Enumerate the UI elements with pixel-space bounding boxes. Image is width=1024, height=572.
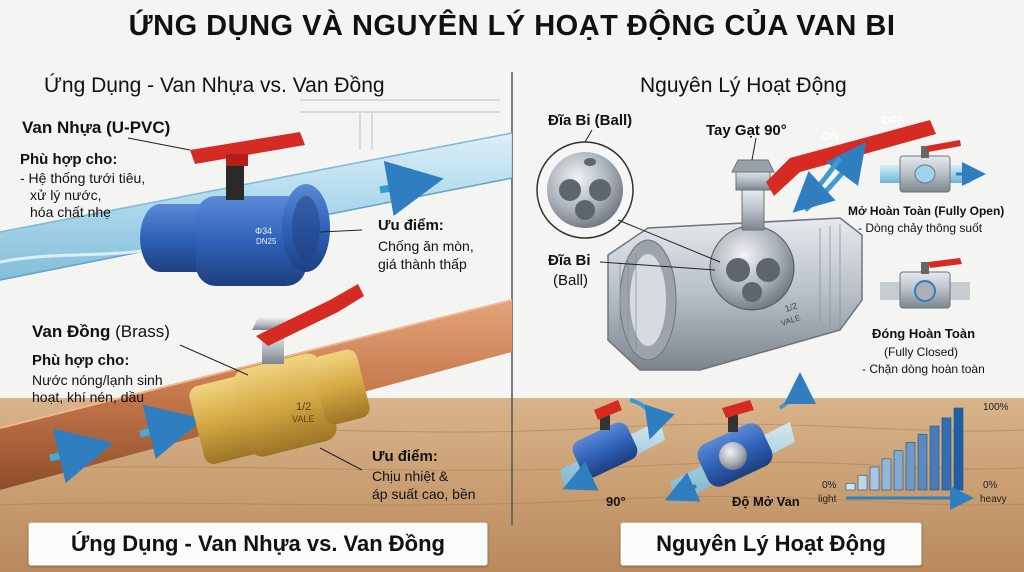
ball-label-mid: Đĩa Bi [548,252,591,269]
brass-advantage-line: áp suất cao, bền [372,486,476,502]
flow-level-bar [893,450,904,491]
ball-label-mid-sub: (Ball) [553,272,589,289]
opening-label: Độ Mở Van [732,494,800,509]
flow-arrow-icon [664,472,701,502]
open-valve-mini [880,140,970,193]
pvc-suitable-line: xử lý nước, [30,187,102,203]
pvc-suitable-line: hóa chất nhẹ [30,204,111,220]
pvc-name-leader [127,137,191,151]
brass-advantage-heading: Ưu điểm: [372,448,438,465]
angle-label: 90° [606,494,626,509]
flow-level-bar [845,483,856,491]
closed-subtitle: (Fully Closed) [884,345,959,359]
brass-suitable-line: hoạt, khí nén, dầu [32,389,145,405]
right-section-title: Nguyên Lý Hoạt Động [640,74,847,97]
cutaway-size-label: 1/2 [784,301,799,314]
flow-level-chart [845,407,964,491]
flow-level-bar [905,442,916,491]
rotate-arrow-icon [792,156,843,213]
flow-level-bar [929,425,940,491]
main-title: ỨNG DỤNG VÀ NGUYÊN LÝ HOẠT ĐỘNG CỦA VAN … [128,10,896,42]
cutaway-ball-valve [607,120,936,371]
chart-left-zero: 0% [822,480,837,491]
flow-arrow-icon [562,461,599,491]
pvc-suitable-heading: Phù hợp cho: [20,151,118,168]
handle-on-label: ON [822,131,839,143]
chart-right-zero: 0% [983,480,998,491]
brass-advantage-leader [319,447,363,471]
brass-name-light: (Brass) [115,322,170,341]
closed-title: Đóng Hoàn Toàn [872,326,976,341]
brass-suitable-line: Nước nóng/lạnh sinh [32,372,163,388]
closed-valve-mini [880,258,970,309]
brass-suitable-heading: Phù hợp cho: [32,352,130,369]
ball-label-leader [584,129,593,143]
brass-name-bold: Van Đồng [32,322,111,341]
flow-level-bar [869,466,880,491]
brass-ball-valve [189,284,370,464]
valve-opening-degree [670,372,816,504]
chart-top-label: 100% [983,402,1009,413]
right-footer-banner: Nguyên Lý Hoạt Động [620,522,922,566]
brass-valve-name: Van Đồng (Brass) [32,322,170,342]
flow-arrow-icon [49,428,114,484]
brass-size-label: 1/2 [296,401,311,413]
flow-level-bar [857,474,868,491]
flow-arrow-icon [139,404,204,460]
flow-level-bar [881,458,892,491]
ball-label-top: Đĩa Bi (Ball) [548,112,633,129]
handle-label-leader [751,137,757,161]
closed-desc: - Chặn dòng hoàn toàn [862,362,985,376]
left-section-title: Ứng Dụng - Van Nhựa vs. Van Đồng [44,74,385,97]
handle-off-label: OFF [882,115,904,127]
open-title: Mở Hoàn Toàn (Fully Open) [848,204,1005,218]
pvc-advantage-leader [319,229,363,233]
open-desc: - Dòng chảy thông suốt [858,221,983,235]
flow-arrow-icon [379,160,444,216]
flow-level-bar [941,417,952,491]
flow-level-bar [953,407,964,491]
pvc-ball-valve [140,132,330,286]
ball-detail [536,141,634,239]
brass-vale-label: VALE [292,414,314,424]
ball-detail-leader [617,219,721,263]
handle-label: Tay Gạt 90° [706,122,787,139]
pvc-advantage-line: Chống ăn mòn, [378,238,474,254]
flow-level-bar [917,433,928,491]
chart-light-label: light [818,494,837,505]
brass-advantage-line: Chịu nhiệt & [372,468,449,484]
pvc-dn-label: DN25 [256,237,277,246]
ball-mid-leader [599,261,716,271]
chart-heavy-label: heavy [980,494,1007,505]
brass-name-leader [179,344,249,376]
pvc-suitable-line: - Hệ thống tưới tiêu, [20,170,146,186]
pvc-advantage-heading: Ưu điểm: [378,217,444,234]
left-footer-banner: Ứng Dụng - Van Nhựa vs. Van Đồng [28,522,488,566]
pvc-size-label: Φ34 [255,226,272,236]
pvc-advantage-line: giá thành thấp [378,256,467,272]
pvc-valve-name: Van Nhựa (U-PVC) [22,118,171,137]
